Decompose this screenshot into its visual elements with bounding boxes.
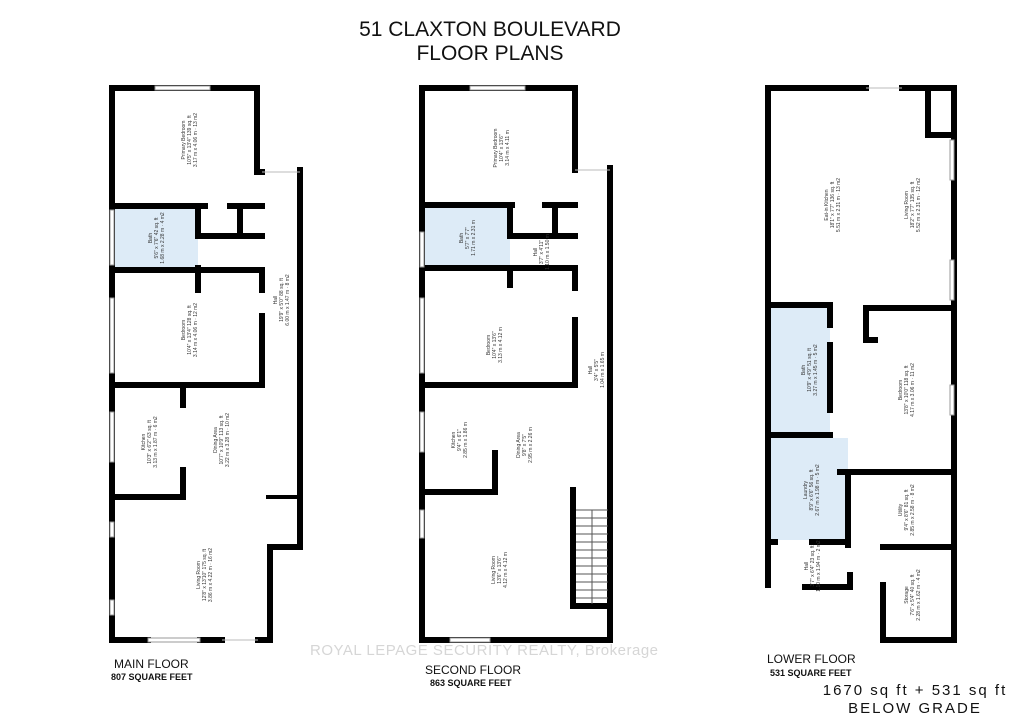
lower-floor-area: 531 SQUARE FEET xyxy=(770,668,852,678)
room-metric: 4.12 m x 4.12 m xyxy=(503,552,509,588)
second-floor-area: 863 SQUARE FEET xyxy=(430,678,512,688)
main-floor-walls xyxy=(109,85,303,643)
lower-laundry-fill xyxy=(771,438,848,540)
lower-floor-label: LOWER FLOOR xyxy=(767,652,856,666)
room-metric: 1.71 m x 2.31 m xyxy=(471,220,477,256)
lower-bath-fill xyxy=(771,308,830,435)
second-bath-fill xyxy=(425,208,510,268)
room-metric: 3.14 m x 4.06 m · 12 m2 xyxy=(193,302,199,358)
room-metric: 3.22 m x 3.28 m · 10 m2 xyxy=(225,412,231,468)
room-metric: 5.52 m x 2.31 m · 12 m2 xyxy=(916,177,922,233)
room-metric: 1.04 m x 1.65 m xyxy=(600,352,606,388)
room-metric: 2.28 m x 1.62 m · 4 m2 xyxy=(916,569,922,621)
room-metric: 2.67 m x 1.98 m · 5 m2 xyxy=(815,464,821,516)
main-floor-label: MAIN FLOOR xyxy=(114,657,189,671)
room-metric: 3.27 m x 1.45 m · 5 m2 xyxy=(813,344,819,396)
brokerage-watermark: ROYAL LEPAGE SECURITY REALTY, Brokerage xyxy=(310,642,659,659)
plan-subtitle: FLOOR PLANS xyxy=(416,42,564,65)
room-metric: 3.17 m x 4.06 m · 13 m2 xyxy=(193,112,199,168)
room-metric: 2.95 m x 2.26 m xyxy=(528,427,534,463)
lower-floor-walls xyxy=(765,85,957,643)
total-area: 1670 sq ft + 531 sq ft xyxy=(822,682,1008,699)
room-metric: 3.86 m x 4.22 m · 16 m2 xyxy=(208,547,214,603)
room-metric: 6.00 m x 1.47 m · 8 m2 xyxy=(285,274,291,326)
room-metric: 1.10 m x 1.94 m · 2 m2 xyxy=(816,540,822,592)
plan-title: 51 CLAXTON BOULEVARD xyxy=(359,18,621,41)
staircase xyxy=(576,509,608,604)
room-metric: 1.10 m x 1.50 m xyxy=(545,234,551,270)
room-metric: 5.51 m x 2.31 m · 13 m2 xyxy=(836,177,842,233)
room-metric: 3.13 m x 4.12 m xyxy=(498,327,504,363)
second-floor-walls xyxy=(419,85,613,643)
room-metric: 2.85 m x 2.58 m · 8 m2 xyxy=(910,484,916,536)
room-metric: 2.85 m x 1.86 m xyxy=(463,422,469,458)
room-metric: 4.17 m x 3.06 m · 11 m2 xyxy=(910,363,916,417)
room-metric: 3.13 m x 1.87 m · 6 m2 xyxy=(153,416,159,468)
room-metric: 1.68 m x 2.28 m · 4 m2 xyxy=(160,212,166,264)
main-bath-fill xyxy=(113,209,198,269)
main-floor-area: 807 SQUARE FEET xyxy=(111,672,193,682)
second-floor-label: SECOND FLOOR xyxy=(425,663,522,677)
room-metric: 3.14 m x 4.11 m xyxy=(505,130,511,166)
below-grade-label: BELOW GRADE xyxy=(848,700,982,717)
